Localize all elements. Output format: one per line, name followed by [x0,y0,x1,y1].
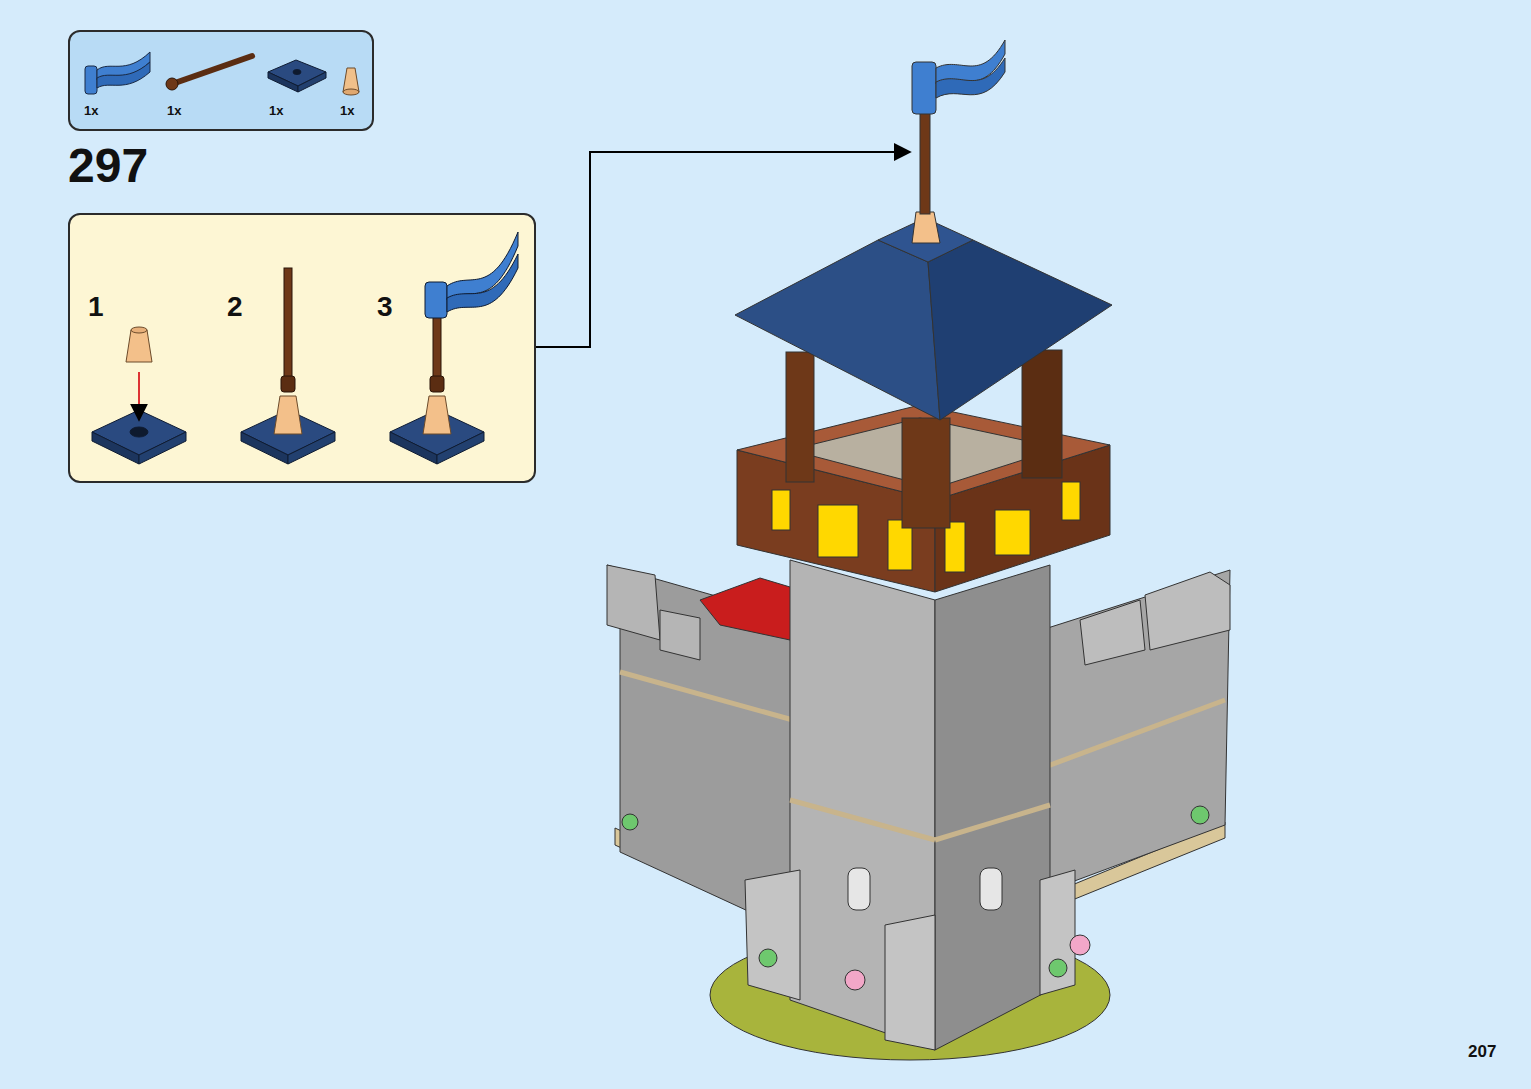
step-number: 297 [68,140,148,193]
part-quantity: 1x [340,104,354,119]
part-cone [343,68,359,95]
substep-box-fill [69,214,535,482]
substep-1-figure [92,327,186,464]
part-quantity: 1x [84,104,98,119]
page-number: 207 [1468,1043,1496,1062]
part-quantity: 1x [167,104,181,119]
part-tile [268,60,326,92]
substep-number: 2 [227,291,243,323]
castle-model [607,40,1230,1060]
parts-box-fill [69,31,373,130]
substep-2-figure [241,268,335,464]
substep-number: 3 [377,291,393,323]
part-flag [85,52,150,94]
substep-box: 1 2 3 [68,213,536,483]
substep-number: 1 [88,291,104,323]
parts-list-box: 1x 1x 1x 1x [68,30,374,131]
substep-3-figure [390,232,518,464]
part-quantity: 1x [269,104,283,119]
part-bar [166,56,252,90]
